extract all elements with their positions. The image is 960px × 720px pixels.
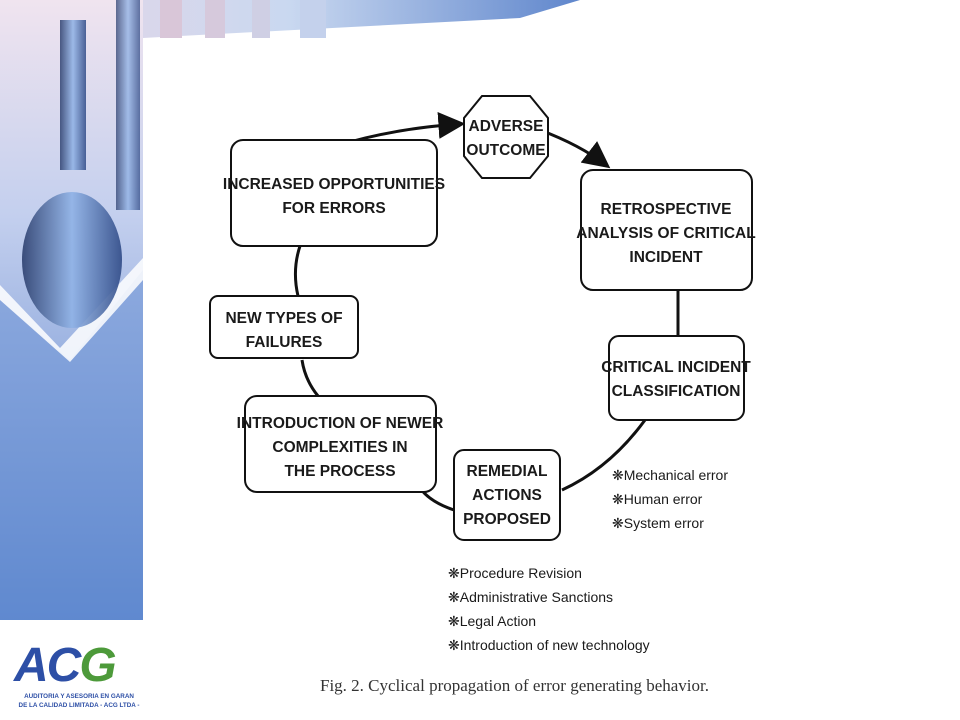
- node-remedial-line3: PROPOSED: [463, 511, 551, 528]
- logo-line-2: DE LA CALIDAD LIMITADA - ACG LTDA -: [18, 702, 140, 709]
- node-complexities-line2: COMPLEXITIES IN: [272, 439, 407, 456]
- node-complexities-line1: INTRODUCTION OF NEWER: [237, 415, 444, 432]
- node-increased-opportunities: INCREASED OPPORTUNITIES FOR ERRORS: [223, 139, 445, 247]
- error-type-item: ❋Human error: [612, 491, 703, 507]
- flask-body-1: [22, 192, 122, 328]
- connector-top-right: [539, 128, 611, 169]
- node-adverse-outcome-line1: ADVERSE: [469, 118, 544, 135]
- node-critical-incident-classification: CRITICAL INCIDENT CLASSIFICATION: [601, 335, 751, 421]
- node-complexities-line3: THE PROCESS: [284, 463, 395, 480]
- node-opportunities-line2: FOR ERRORS: [282, 200, 385, 217]
- node-classification-line2: CLASSIFICATION: [612, 383, 741, 400]
- bullet-glyph: ❋: [612, 515, 624, 531]
- error-type-item: ❋System error: [612, 515, 704, 531]
- connector-left-2: [293, 245, 302, 297]
- node-remedial-actions: REMEDIAL ACTIONS PROPOSED: [453, 449, 561, 541]
- node-retrospective-line1: RETROSPECTIVE: [601, 201, 732, 218]
- remedial-actions-list: ❋Procedure Revision ❋Administrative Sanc…: [448, 565, 650, 653]
- remedial-action-item: ❋Legal Action: [448, 613, 536, 629]
- node-newer-complexities: INTRODUCTION OF NEWER COMPLEXITIES IN TH…: [237, 395, 444, 493]
- node-retrospective-line3: INCIDENT: [629, 249, 703, 266]
- node-adverse-outcome-line2: OUTCOME: [466, 142, 545, 159]
- bullet-glyph: ❋: [612, 491, 624, 507]
- remedial-action-item: ❋Administrative Sanctions: [448, 589, 613, 605]
- bullet-glyph: ❋: [448, 565, 460, 581]
- error-type-item: ❋Mechanical error: [612, 467, 728, 483]
- node-retrospective-line2: ANALYSIS OF CRITICAL: [576, 225, 755, 242]
- node-retrospective-analysis: RETROSPECTIVE ANALYSIS OF CRITICAL INCID…: [576, 169, 756, 291]
- node-failures-line1: NEW TYPES OF: [225, 310, 342, 327]
- remedial-action-item: ❋Introduction of new technology: [448, 637, 650, 653]
- figure-caption: Fig. 2. Cyclical propagation of error ge…: [320, 676, 709, 695]
- error-types-list: ❋Mechanical error ❋Human error ❋System e…: [612, 467, 728, 531]
- node-classification-line1: CRITICAL INCIDENT: [601, 359, 751, 376]
- node-opportunities-line1: INCREASED OPPORTUNITIES: [223, 176, 445, 193]
- node-adverse-outcome: ADVERSE OUTCOME: [463, 95, 549, 179]
- node-remedial-line2: ACTIONS: [472, 487, 542, 504]
- connector-left-1: [300, 359, 320, 397]
- node-new-failures: NEW TYPES OF FAILURES: [209, 295, 359, 359]
- bullet-glyph: ❋: [612, 467, 624, 483]
- bullet-glyph: ❋: [448, 637, 460, 653]
- bullet-glyph: ❋: [448, 613, 460, 629]
- node-failures-line2: FAILURES: [246, 334, 323, 351]
- connector-right-2: [561, 419, 647, 492]
- logo-line-1: AUDITORIA Y ASESORIA EN GARAN: [24, 693, 134, 700]
- flask-neck-1: [60, 20, 86, 170]
- bullet-glyph: ❋: [448, 589, 460, 605]
- logo-letters: ACG: [14, 639, 117, 692]
- node-remedial-line1: REMEDIAL: [467, 463, 548, 480]
- acg-logo: ACG AUDITORIA Y ASESORIA EN GARAN DE LA …: [10, 620, 145, 715]
- remedial-action-item: ❋Procedure Revision: [448, 565, 582, 581]
